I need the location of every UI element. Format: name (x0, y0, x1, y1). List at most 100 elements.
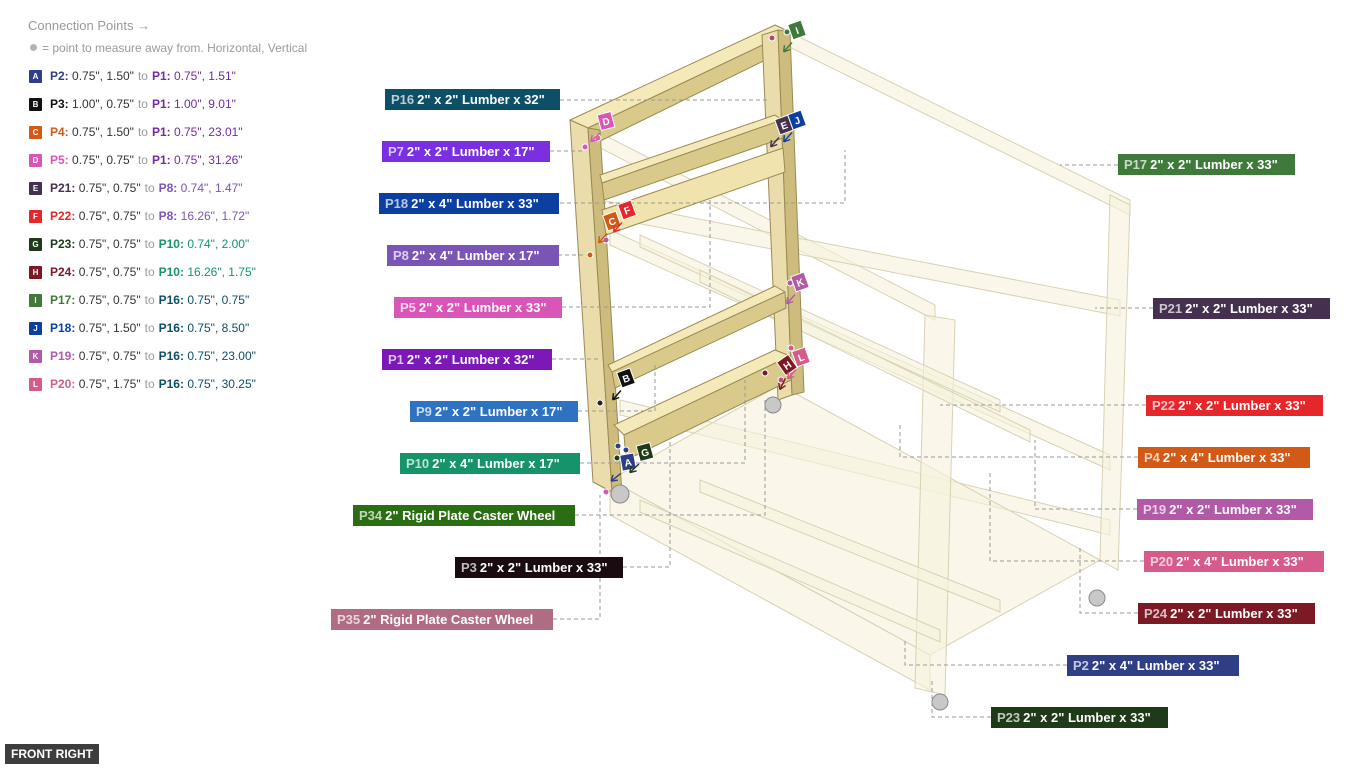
leader-line-p5 (562, 200, 711, 308)
target-coords: 0.74", 1.47" (180, 181, 243, 195)
to-word: to (144, 265, 155, 279)
target-coords: 16.26", 1.72" (180, 209, 250, 223)
part-description: 2" x 2" Lumber x 17" (406, 144, 535, 159)
target-part: P8: (158, 209, 178, 223)
source-part: P4: (50, 125, 69, 139)
connection-marker-i[interactable]: I (775, 19, 809, 53)
connection-arrow-icon (785, 294, 796, 305)
part-id: P22 (1152, 398, 1176, 413)
measure-point-dot (768, 34, 776, 42)
connection-badge: I (29, 294, 42, 307)
connection-marker-d[interactable]: D (585, 110, 617, 143)
source-part: P3: (50, 97, 69, 111)
leader-line-p35 (553, 495, 601, 620)
part-id: P8 (393, 248, 409, 263)
part-description: 2" x 2" Lumber x 32" (406, 352, 535, 367)
leader-line-p19 (1034, 440, 1137, 510)
connection-marker-k[interactable]: K (778, 271, 812, 305)
connection-marker-badge (787, 19, 807, 41)
part-id: P10 (406, 456, 430, 471)
part-description: 2" x 4" Lumber x 33" (411, 196, 539, 211)
connection-arrow-icon (778, 378, 786, 391)
to-word: to (137, 97, 148, 111)
part-description: 2" x 2" Lumber x 33" (1185, 301, 1313, 316)
connection-marker-badge (635, 441, 655, 463)
connection-marker-letter: F (623, 205, 633, 217)
target-part: P16: (158, 349, 184, 363)
connection-marker-letter: G (640, 447, 651, 460)
measure-point-dot (602, 488, 610, 496)
connection-points-note-text: = point to measure away from. Horizontal… (42, 41, 308, 55)
connection-arrow-icon (590, 132, 601, 143)
source-coords: 0.75", 0.75" (78, 293, 141, 307)
part-id: P19 (1143, 502, 1167, 517)
leader-line-p9 (578, 365, 656, 412)
connection-marker-letter: J (793, 115, 802, 127)
leader-line-p34 (575, 400, 766, 516)
part-id: P2 (1073, 658, 1089, 673)
source-coords: 0.75", 0.75" (78, 181, 141, 195)
connection-marker-l[interactable]: L (779, 346, 813, 380)
connection-marker-b[interactable]: B (604, 367, 638, 401)
connection-marker-h[interactable]: H (766, 353, 802, 391)
connection-badge: C (29, 126, 42, 139)
part-description: 2" Rigid Plate Caster Wheel (385, 508, 556, 523)
measure-point-dot (613, 454, 621, 462)
connection-marker-badge (616, 367, 636, 389)
connection-marker-g[interactable]: G (624, 441, 656, 474)
connection-badge: J (29, 322, 42, 335)
source-coords: 0.75", 1.50" (72, 125, 134, 139)
measure-point-dot (622, 446, 630, 454)
connection-badge: G (29, 238, 42, 251)
to-word: to (144, 209, 155, 223)
leader-line-p18 (560, 150, 846, 204)
to-word: to (137, 125, 148, 139)
connection-marker-f[interactable]: F (605, 199, 639, 233)
connection-marker-badge (791, 346, 811, 368)
to-word: to (144, 349, 155, 363)
connection-marker-j[interactable]: J (775, 109, 809, 143)
source-part: P23: (50, 237, 76, 251)
connection-marker-a[interactable]: A (607, 452, 638, 482)
leader-lines (550, 99, 1153, 718)
measure-point-dot (596, 399, 604, 407)
to-word: to (144, 293, 155, 307)
part-description: 2" x 4" Lumber x 17" (432, 456, 560, 471)
target-coords: 0.75", 30.25" (187, 377, 256, 391)
source-part: P21: (50, 181, 76, 195)
measure-point-dot (586, 251, 594, 259)
caster-wheel-rear-right (1088, 589, 1106, 607)
connection-arrow-icon (612, 222, 623, 233)
target-coords: 0.75", 31.26" (173, 153, 243, 167)
part-description: 2" x 4" Lumber x 33" (1162, 450, 1291, 465)
target-part: P8: (158, 181, 178, 195)
source-part: P22: (50, 209, 76, 223)
source-part: P5: (50, 153, 69, 167)
part-id: P24 (1144, 606, 1168, 621)
connection-points-note: = point to measure away from. Horizontal… (30, 41, 307, 55)
